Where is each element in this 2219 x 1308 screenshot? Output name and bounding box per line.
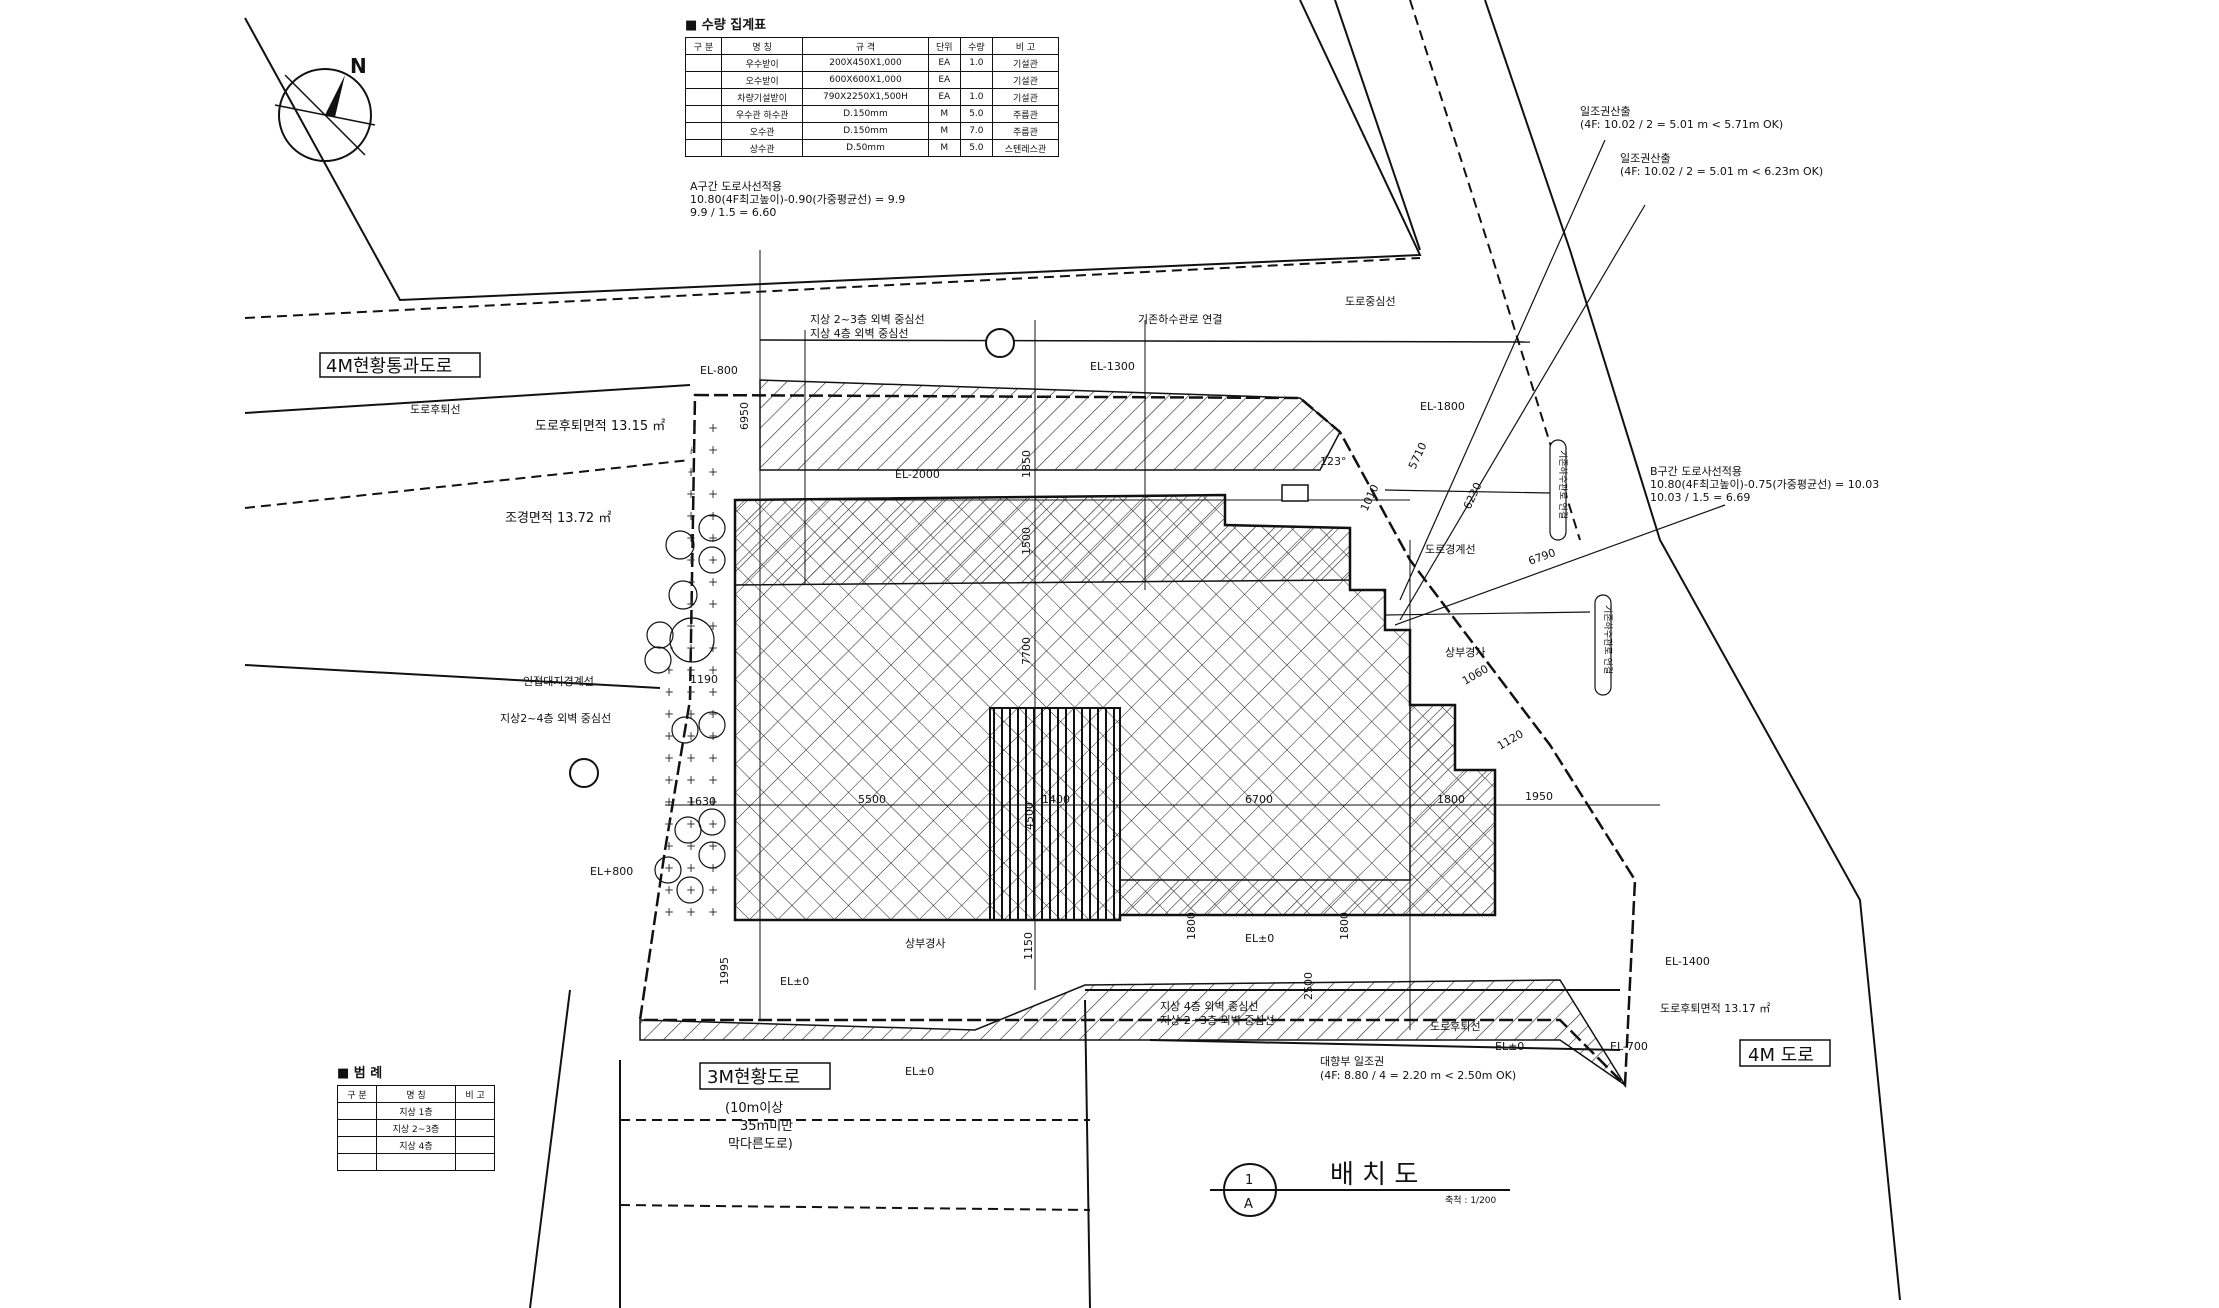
sewer-table-cell <box>684 88 723 106</box>
sewer-table-cell: D.150mm <box>802 122 929 140</box>
legend-table-cell: 지상 1층 <box>375 1102 457 1120</box>
sewer-table-cell: 기설관 <box>991 88 1060 106</box>
sewer-table-cell: 790X2250X1,500H <box>802 88 929 106</box>
sewer-table-cell: 600X600X1,000 <box>802 71 929 89</box>
landscape-area <box>644 410 730 920</box>
sewer-table-cell <box>684 54 723 72</box>
sewer-table-cell: 5.0 <box>959 139 993 157</box>
sewer-table-title: ■ 수량 집계표 <box>685 18 767 33</box>
sewer-table-cell <box>959 71 993 89</box>
building-footprint <box>733 493 1497 922</box>
sewer-table-cell: 차량기설받이 <box>721 88 804 106</box>
sewer-table-header: 단위 <box>927 37 961 55</box>
legend-table-row <box>337 1153 495 1171</box>
sewer-table-cell <box>684 105 723 123</box>
site-boundary <box>638 379 1637 1088</box>
sewer-table-cell: M <box>927 122 961 140</box>
legend-table-header: 명 칭 <box>375 1085 457 1103</box>
sewer-table-cell: D.150mm <box>802 105 929 123</box>
north-label: N <box>350 55 367 78</box>
sewer-table-cell: M <box>927 139 961 157</box>
sewer-table-cell: 기설관 <box>991 71 1060 89</box>
legend-table-header: 구 분 <box>337 1085 377 1103</box>
sewer-table-cell: M <box>927 105 961 123</box>
sewer-table-cell: 스텐레스관 <box>991 139 1060 157</box>
sewer-table-cell: EA <box>927 54 961 72</box>
road-lines <box>244 0 1901 1308</box>
legend-table-header: 비 고 <box>455 1085 495 1103</box>
sewer-table-cell: 1.0 <box>959 54 993 72</box>
legend-table-cell <box>337 1102 377 1120</box>
legend-table-cell <box>337 1153 377 1171</box>
legend-table-cell <box>337 1119 377 1137</box>
sewer-table-cell: EA <box>927 71 961 89</box>
legend-table-cell: 지상 2~3층 <box>375 1119 457 1137</box>
legend-table-cell <box>375 1153 457 1171</box>
sewer-table-cell: 오수관 <box>721 122 804 140</box>
legend-table-cell: 지상 4층 <box>375 1136 457 1154</box>
sewer-table-cell: EA <box>927 88 961 106</box>
sewer-table-cell: 기설관 <box>991 54 1060 72</box>
legend-table-cell <box>337 1136 377 1154</box>
sewer-table-header: 규 격 <box>802 37 929 55</box>
sewer-table-cell: 우수받이 <box>721 54 804 72</box>
sewer-table-cell <box>684 122 723 140</box>
sewer-table-cell: 5.0 <box>959 105 993 123</box>
sewer-table-cell: 오수받이 <box>721 71 804 89</box>
legend-title: ■ 범 례 <box>337 1066 383 1081</box>
legend-table-cell <box>455 1136 495 1154</box>
legend-table-cell <box>455 1153 495 1171</box>
sewer-table-cell: 1.0 <box>959 88 993 106</box>
sewer-table-cell: 상수관 <box>721 139 804 157</box>
legend-table-row: 지상 4층 <box>337 1136 495 1154</box>
legend-table-cell <box>455 1119 495 1137</box>
north-compass: N <box>274 55 376 162</box>
legend-table-row: 지상 1층 <box>337 1102 495 1120</box>
sewer-table-header: 수량 <box>959 37 993 55</box>
sewer-table-cell: 우수관 하수관 <box>721 105 804 123</box>
sewer-table-cell <box>684 71 723 89</box>
legend-table-row: 지상 2~3층 <box>337 1119 495 1137</box>
legend-table-cell <box>455 1102 495 1120</box>
sewer-table-cell: 7.0 <box>959 122 993 140</box>
sewer-table-cell: 주름관 <box>991 105 1060 123</box>
sewer-table-cell: 주름관 <box>991 122 1060 140</box>
daylight-lines <box>1384 139 1726 626</box>
north-arrow-icon <box>325 75 345 117</box>
sewer-table-header: 명 칭 <box>721 37 804 55</box>
sewer-table-cell: D.50mm <box>802 139 929 157</box>
sewer-table-cell: 200X450X1,000 <box>802 54 929 72</box>
sewer-table-cell <box>684 139 723 157</box>
sewer-table-header: 구 분 <box>684 37 723 55</box>
sewer-table-header: 비 고 <box>991 37 1060 55</box>
